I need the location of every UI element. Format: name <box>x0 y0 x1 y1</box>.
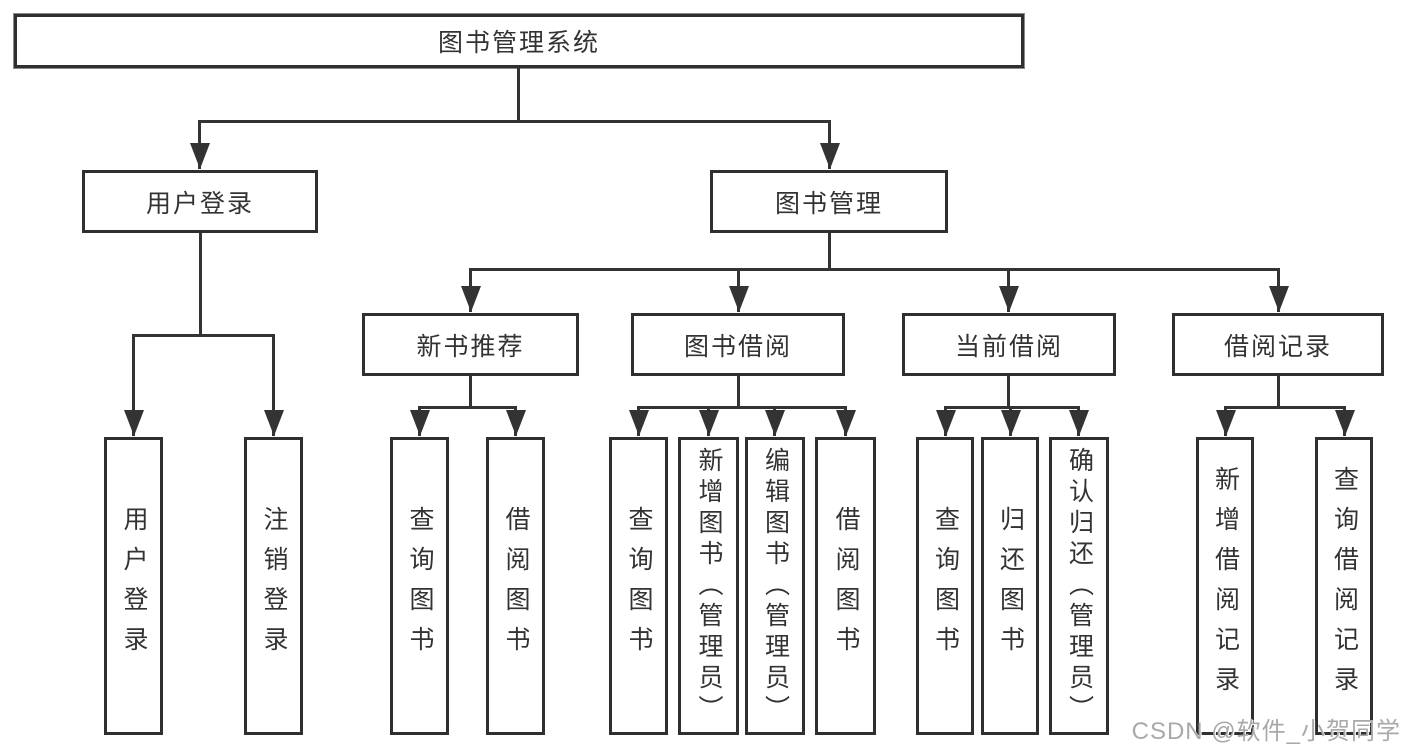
connector-arrow <box>828 120 831 169</box>
leaf-logout: 注销登录 <box>244 437 303 735</box>
node-book-management-label: 图书管理 <box>774 189 883 218</box>
connector-arrow <box>1009 406 1012 436</box>
leaf-return-book: 归还图书 <box>981 437 1039 735</box>
leaf-label: 查询图书 <box>931 506 960 666</box>
connector-arrow <box>132 334 135 436</box>
connector-arrow <box>773 406 776 436</box>
node-root: 图书管理系统 <box>14 14 1024 68</box>
connector-line <box>469 268 1280 271</box>
connector-arrow <box>1343 406 1346 436</box>
leaf-label: 新增借阅记录 <box>1211 466 1240 706</box>
connector-arrow <box>198 120 201 169</box>
node-book-borrow: 图书借阅 <box>631 313 845 376</box>
leaf-label: 查询图书 <box>625 506 653 666</box>
leaf-label: 确认归还（管理员） <box>1065 446 1094 726</box>
leaf-label: 借阅图书 <box>832 506 860 666</box>
node-new-book-recommend: 新书推荐 <box>362 313 579 376</box>
connector-arrow <box>514 406 517 436</box>
connector-arrow <box>637 406 640 436</box>
node-user-login: 用户登录 <box>82 170 318 233</box>
node-book-borrow-label: 图书借阅 <box>683 332 792 361</box>
leaf-query-borrow-record: 查询借阅记录 <box>1315 437 1373 735</box>
leaf-query-book-recommend: 查询图书 <box>390 437 449 735</box>
leaf-label: 新增图书（管理员） <box>695 446 723 726</box>
leaf-confirm-return-admin: 确认归还（管理员） <box>1049 437 1109 735</box>
connector-arrow <box>944 406 947 436</box>
connector-line <box>944 406 1080 409</box>
connector-line <box>418 406 517 409</box>
leaf-query-book-current: 查询图书 <box>916 437 974 735</box>
connector-arrow <box>1224 406 1227 436</box>
node-borrow-record-label: 借阅记录 <box>1223 332 1332 361</box>
leaf-label: 用户登录 <box>120 506 148 666</box>
connector-arrow <box>737 268 740 312</box>
node-book-management: 图书管理 <box>710 170 948 233</box>
leaf-label: 查询图书 <box>406 506 434 666</box>
connector-arrow <box>1077 406 1080 436</box>
connector-arrow <box>469 268 472 312</box>
leaf-label: 归还图书 <box>996 506 1025 666</box>
connector-line <box>737 376 740 409</box>
connector-line <box>1277 376 1280 409</box>
leaf-label: 借阅图书 <box>502 506 530 666</box>
connector-arrow <box>1277 268 1280 312</box>
connector-arrow <box>272 334 275 436</box>
connector-line <box>199 233 202 337</box>
leaf-query-book-borrow: 查询图书 <box>609 437 668 735</box>
connector-line <box>198 120 831 123</box>
node-borrow-record: 借阅记录 <box>1172 313 1384 376</box>
connector-line <box>828 233 831 271</box>
node-user-login-label: 用户登录 <box>145 189 254 218</box>
node-current-borrow: 当前借阅 <box>902 313 1116 376</box>
leaf-add-book-admin: 新增图书（管理员） <box>678 437 739 735</box>
leaf-add-borrow-record: 新增借阅记录 <box>1196 437 1254 735</box>
connector-line <box>517 68 520 123</box>
leaf-label: 编辑图书（管理员） <box>761 446 790 726</box>
connector-line <box>1224 406 1345 409</box>
leaf-borrow-book-recommend: 借阅图书 <box>486 437 545 735</box>
connector-line <box>469 376 472 409</box>
connector-arrow <box>707 406 710 436</box>
connector-arrow <box>418 406 421 436</box>
leaf-label: 注销登录 <box>260 506 288 666</box>
leaf-borrow-book: 借阅图书 <box>815 437 876 735</box>
connector-line <box>1007 376 1010 409</box>
leaf-edit-book-admin: 编辑图书（管理员） <box>745 437 805 735</box>
connector-line <box>133 334 275 337</box>
leaf-label: 查询借阅记录 <box>1330 466 1359 706</box>
node-current-borrow-label: 当前借阅 <box>954 332 1063 361</box>
node-root-label: 图书管理系统 <box>437 29 600 57</box>
leaf-user-login: 用户登录 <box>104 437 163 735</box>
csdn-watermark: CSDN @软件_小贺同学 <box>1131 718 1401 745</box>
node-new-book-recommend-label: 新书推荐 <box>416 332 525 361</box>
connector-arrow <box>1007 268 1010 312</box>
connector-arrow <box>844 406 847 436</box>
connector-line <box>637 406 846 409</box>
